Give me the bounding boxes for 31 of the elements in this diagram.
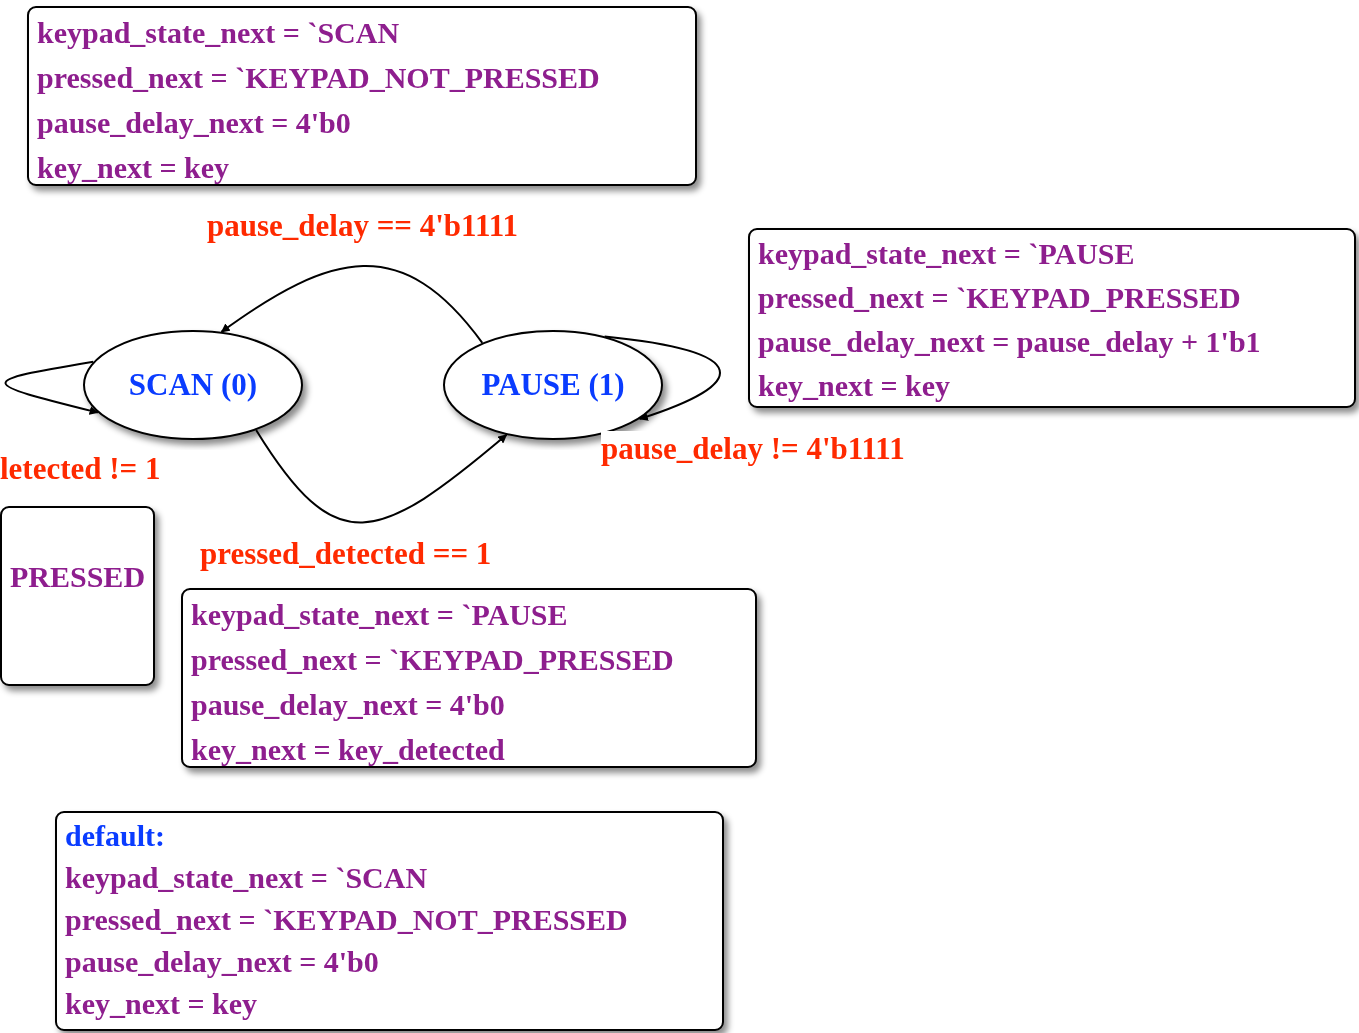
transition-arrow bbox=[220, 265, 484, 344]
action-box bbox=[181, 588, 757, 768]
assignment-text: key_next = key bbox=[37, 150, 231, 186]
assignment-text: key_next = key bbox=[65, 986, 259, 1022]
transition-arrow bbox=[603, 335, 721, 421]
assignment-text: pressed_next = `KEYPAD_PRESSED bbox=[758, 280, 1242, 316]
action-box bbox=[748, 228, 1356, 408]
assignment-text: key_next = key_detected bbox=[191, 732, 506, 768]
state-name: PAUSE (1) bbox=[481, 367, 625, 403]
case-label: default: bbox=[65, 818, 166, 854]
assignment-text: key_next = key bbox=[758, 368, 952, 404]
action-box bbox=[55, 811, 724, 1031]
assignment-text: pressed_next = `KEYPAD_NOT_PRESSED bbox=[65, 902, 629, 938]
action-box bbox=[0, 506, 155, 686]
transition-arrow bbox=[4, 360, 99, 415]
assignment-text: pause_delay_next = 4'b0 bbox=[191, 687, 506, 723]
assignment-text: keypad_state_next = `SCAN bbox=[37, 15, 401, 51]
state-ellipse bbox=[83, 330, 303, 440]
transition-arrow bbox=[255, 429, 508, 524]
state-name: SCAN (0) bbox=[128, 367, 258, 403]
assignment-text: keypad_state_next = `PAUSE bbox=[758, 236, 1136, 272]
action-box bbox=[27, 6, 697, 186]
assignment-text: pressed_next = `KEYPAD_NOT_PRESSED bbox=[37, 60, 601, 96]
assignment-text: PRESSED bbox=[10, 559, 145, 595]
edge-label: pause_delay != 4'b1111 bbox=[601, 431, 905, 467]
assignment-text: pause_delay_next = 4'b0 bbox=[65, 944, 380, 980]
assignment-text: pause_delay_next = pause_delay + 1'b1 bbox=[758, 324, 1262, 360]
assignment-text: pause_delay_next = 4'b0 bbox=[37, 105, 352, 141]
assignment-text: pressed_next = `KEYPAD_PRESSED bbox=[191, 642, 675, 678]
assignment-text: keypad_state_next = `PAUSE bbox=[191, 597, 569, 633]
assignment-text: keypad_state_next = `SCAN bbox=[65, 860, 429, 896]
